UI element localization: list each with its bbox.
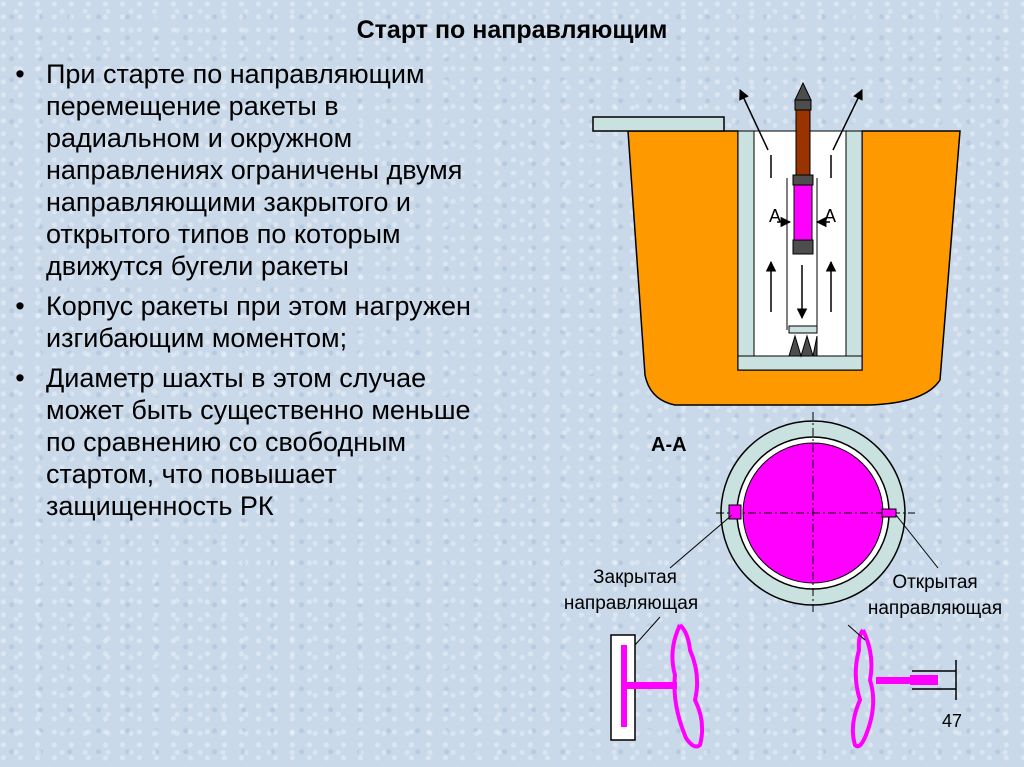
open-guide-label: Открытая [892, 572, 977, 593]
deflector-plate [788, 325, 818, 334]
rocket-wall-curve [850, 628, 876, 749]
slide-title: Старт по направляющим [356, 16, 668, 44]
rocket-nose [794, 81, 812, 101]
gas-deflector [788, 334, 818, 358]
closed-guide-detail [610, 616, 705, 749]
shaft-wall-right [845, 130, 863, 371]
bullet-item: • Диаметр шахты в этом случае может быть… [10, 362, 500, 522]
rocket-interstage [792, 174, 814, 186]
rocket-body [793, 184, 813, 241]
bullet-text: Корпус ракеты при этом нагружен изгибающ… [46, 291, 471, 353]
closed-guide-stem [625, 682, 677, 689]
shaft-wall-left [737, 130, 755, 371]
bullet-text: Диаметр шахты в этом случае может быть с… [46, 363, 471, 521]
section-view: А-А [651, 412, 939, 612]
open-guide-shoe [910, 675, 938, 685]
bullet-dot: • [15, 291, 25, 321]
bullet-dot: • [15, 59, 25, 89]
rocket-tail [792, 239, 814, 255]
shaft-floor [737, 355, 863, 371]
bullet-list: • При старте по направляющим перемещение… [10, 58, 500, 530]
ground-block [627, 130, 961, 406]
bullet-dot: • [15, 363, 25, 393]
leader-line [847, 624, 866, 641]
leader-line [634, 616, 661, 646]
closed-guide-shoe [621, 645, 627, 727]
section-title: А-А [651, 434, 687, 456]
bullet-text: При старте по направляющим перемещение р… [46, 59, 463, 281]
leader-line [895, 514, 939, 569]
open-guide-label: направляющая [868, 598, 1002, 619]
rocket-upper-stage [795, 109, 811, 176]
closed-guide-section [728, 504, 742, 520]
exhaust-arrow [832, 89, 863, 151]
page-number: 47 [942, 711, 962, 731]
silo-diagram: А А [592, 81, 961, 406]
bullet-item: • При старте по направляющим перемещение… [10, 58, 500, 282]
launch-cover-plate [592, 116, 725, 132]
rocket-adapter [794, 99, 812, 111]
leader-line [669, 514, 733, 569]
section-marker: А [824, 206, 836, 226]
exhaust-arrow [739, 89, 769, 151]
closed-guide-label: направляющая [564, 593, 698, 614]
section-marker: А [769, 206, 781, 226]
rocket-wall-curve [670, 623, 705, 749]
bullet-item: • Корпус ракеты при этом нагружен изгиба… [10, 290, 500, 354]
open-guide-stem [876, 677, 916, 684]
open-guide-detail [847, 624, 957, 749]
open-guide-section [881, 508, 897, 518]
closed-guide-label: Закрытая [593, 567, 677, 588]
